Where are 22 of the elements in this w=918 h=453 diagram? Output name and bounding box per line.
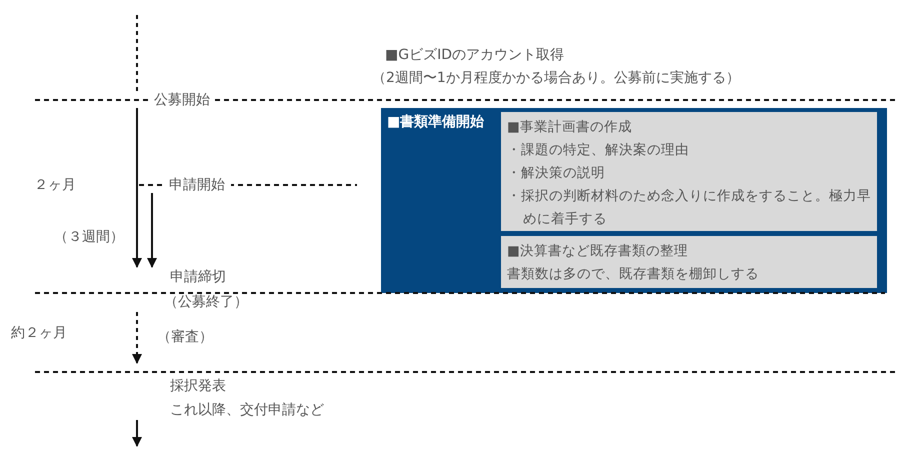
phase-panel xyxy=(381,108,887,293)
card-text: ・課題の特定、解決案の理由 xyxy=(507,141,690,160)
panel-title: ■書類準備開始 xyxy=(387,113,484,131)
arrow xyxy=(132,108,142,268)
card-text: 書類数は多ので、既存書類を棚卸しする xyxy=(507,265,760,284)
milestone-label: 申請開始 xyxy=(165,177,231,193)
note-text: （2週間〜1か月程度かかる場合あり。公募前に実施する） xyxy=(372,69,740,87)
card-heading: ■事業計画書の作成 xyxy=(507,118,633,137)
dashed-arrow xyxy=(132,312,142,364)
task-card xyxy=(501,112,877,231)
card-heading: ■決算書など既存書類の整理 xyxy=(507,242,689,261)
task-card xyxy=(501,236,877,288)
note-text: ■GビズIDのアカウント取得 xyxy=(385,46,564,64)
note-text: ２ヶ月 xyxy=(34,176,76,194)
note-text: 約２ヶ月 xyxy=(11,324,67,342)
card-text: ・採択の判断材料のため念入りに作成をすること。極力早めに着手する xyxy=(507,187,871,229)
note-text: （審査） xyxy=(157,328,213,346)
card-text: ・解決策の説明 xyxy=(507,164,606,183)
milestone-label: 公募開始 xyxy=(150,92,214,108)
arrow xyxy=(132,420,142,447)
arrow xyxy=(147,193,157,268)
note-text: （３週間） xyxy=(54,228,124,246)
